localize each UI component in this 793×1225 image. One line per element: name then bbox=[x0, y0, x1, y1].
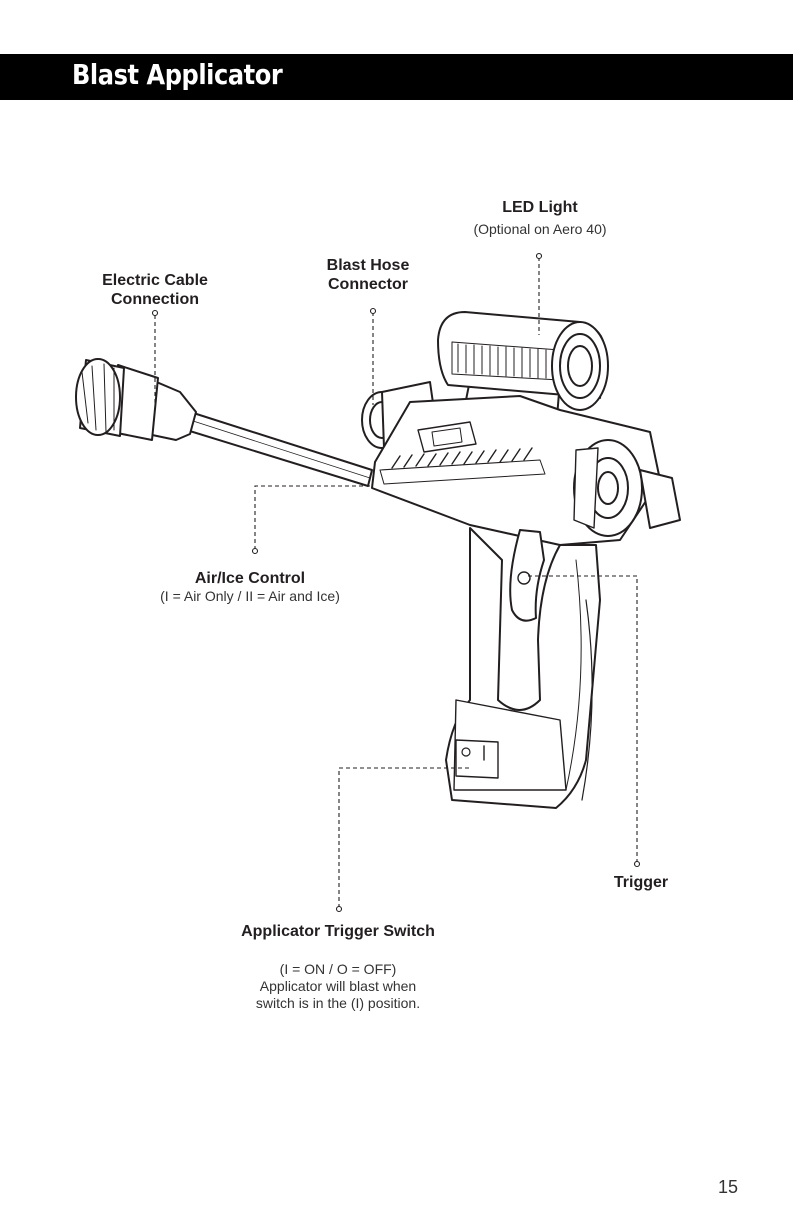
trigger-switch-note1: (I = ON / O = OFF) bbox=[218, 961, 458, 978]
trigger-switch-dot bbox=[337, 907, 342, 912]
electric-cable bbox=[180, 410, 372, 486]
led-light-title: LED Light bbox=[460, 198, 620, 217]
trigger-switch-note2: Applicator will blast when bbox=[218, 978, 458, 995]
trigger-callout: Trigger bbox=[600, 873, 682, 892]
led-light-callout: LED Light (Optional on Aero 40) bbox=[460, 198, 620, 238]
trigger-switch-title: Applicator Trigger Switch bbox=[218, 922, 458, 941]
trigger-title: Trigger bbox=[600, 873, 682, 892]
led-light-dot bbox=[537, 254, 542, 259]
blast-hose-dot bbox=[371, 309, 376, 314]
air-ice-leader bbox=[255, 486, 370, 550]
air-ice-callout: Air/Ice Control (I = Air Only / II = Air… bbox=[130, 569, 370, 605]
trigger-switch-note3: switch is in the (I) position. bbox=[218, 995, 458, 1012]
blast-hose-line2: Connector bbox=[308, 275, 428, 294]
electric-cable-line1: Electric Cable bbox=[85, 271, 225, 290]
electric-cable-callout: Electric Cable Connection bbox=[85, 271, 225, 309]
electric-cable-dot bbox=[153, 311, 158, 316]
electric-cable-line2: Connection bbox=[85, 290, 225, 309]
trigger-switch-callout: Applicator Trigger Switch (I = ON / O = … bbox=[218, 922, 458, 1012]
trigger-dot bbox=[635, 862, 640, 867]
cable-connector bbox=[76, 359, 196, 440]
air-ice-note: (I = Air Only / II = Air and Ice) bbox=[130, 588, 370, 605]
led-light-note: (Optional on Aero 40) bbox=[460, 221, 620, 238]
blast-hose-line1: Blast Hose bbox=[308, 256, 428, 275]
air-ice-dot bbox=[253, 549, 258, 554]
applicator-body bbox=[372, 396, 680, 545]
trigger bbox=[510, 530, 544, 621]
page-number: 15 bbox=[718, 1177, 738, 1198]
air-ice-title: Air/Ice Control bbox=[130, 569, 370, 588]
blast-hose-callout: Blast Hose Connector bbox=[308, 256, 428, 294]
